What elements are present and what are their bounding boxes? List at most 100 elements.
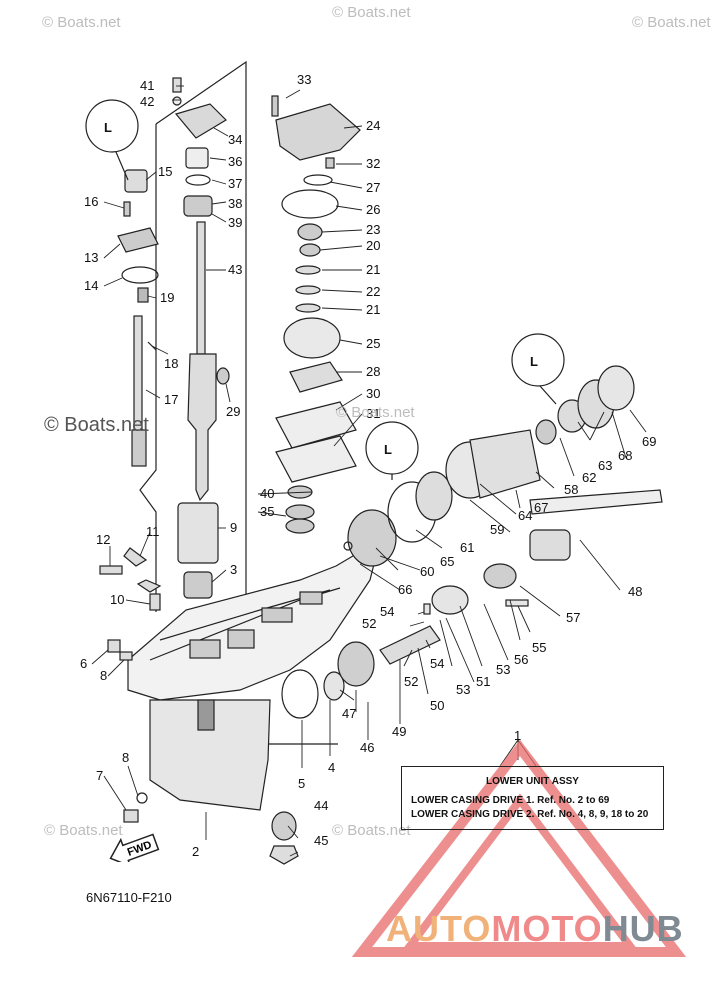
callout-30: 30 xyxy=(366,386,380,401)
callout-57: 57 xyxy=(566,610,580,625)
symbol-bubbles xyxy=(85,99,565,480)
callout-10: 10 xyxy=(110,592,124,607)
watermark: © Boats.net xyxy=(44,414,149,436)
callout-16: 16 xyxy=(84,194,98,209)
callout-2: 2 xyxy=(192,844,199,859)
callout-42: 42 xyxy=(140,94,154,109)
callout-36: 36 xyxy=(228,154,242,169)
callout-52b: 52 xyxy=(404,674,418,689)
callout-18: 18 xyxy=(164,356,178,371)
callout-67: 67 xyxy=(534,500,548,515)
watermark: © Boats.net xyxy=(632,14,711,31)
callout-69: 69 xyxy=(642,434,656,449)
callout-48: 48 xyxy=(628,584,642,599)
callout-66: 66 xyxy=(398,582,412,597)
callout-11: 11 xyxy=(146,524,160,539)
watermark: © Boats.net xyxy=(332,822,411,839)
callout-28: 28 xyxy=(366,364,380,379)
note-row: LOWER CASING DRIVE 1. Ref. No. 2 to 69 xyxy=(411,795,610,806)
callout-44: 44 xyxy=(314,798,328,813)
callout-60: 60 xyxy=(420,564,434,579)
automotohub-logo xyxy=(351,739,687,957)
callout-17: 17 xyxy=(164,392,178,407)
callout-8b: 8 xyxy=(122,750,129,765)
callout-26: 26 xyxy=(366,202,380,217)
callout-49: 49 xyxy=(392,724,406,739)
callout-35: 35 xyxy=(260,504,274,519)
callout-45: 45 xyxy=(314,833,328,848)
callout-62: 62 xyxy=(582,470,596,485)
fwd-arrow-icon: FWD xyxy=(109,833,160,862)
watermark: © Boats.net xyxy=(42,14,121,31)
diagram-code: 6N67110-F210 xyxy=(86,890,172,905)
callout-52a: 52 xyxy=(362,616,376,631)
callout-64: 64 xyxy=(518,508,532,523)
lower-casing xyxy=(127,538,381,811)
callout-47: 47 xyxy=(342,706,356,721)
callout-4: 4 xyxy=(328,760,335,775)
brand-part: HUB xyxy=(602,908,684,949)
callout-40: 40 xyxy=(260,486,274,501)
callout-29: 29 xyxy=(226,404,240,419)
symbol-right-mid: L xyxy=(384,442,392,457)
callout-51: 51 xyxy=(476,674,490,689)
callout-32: 32 xyxy=(366,156,380,171)
callout-31: 31 xyxy=(366,406,380,421)
callout-3: 3 xyxy=(230,562,237,577)
symbol-right-top: L xyxy=(530,354,538,369)
callout-8a: 8 xyxy=(100,668,107,683)
callout-5: 5 xyxy=(298,776,305,791)
callout-38: 38 xyxy=(228,196,242,211)
callout-59: 59 xyxy=(490,522,504,537)
symbol-top-left: L xyxy=(104,120,112,135)
callout-12: 12 xyxy=(96,532,110,547)
callout-56: 56 xyxy=(514,652,528,667)
callout-55: 55 xyxy=(532,640,546,655)
automotohub-wordmark: AUTOMOTOHUB xyxy=(386,908,684,950)
watermark: © Boats.net xyxy=(336,404,415,421)
callout-numbers: 41 42 34 36 37 38 39 43 33 24 32 27 26 2… xyxy=(80,72,656,859)
callout-50: 50 xyxy=(430,698,444,713)
callout-54a: 54 xyxy=(380,604,394,619)
callout-21a: 21 xyxy=(366,262,380,277)
callout-21b: 21 xyxy=(366,302,380,317)
callout-53a: 53 xyxy=(456,682,470,697)
callout-54b: 54 xyxy=(430,656,444,671)
callout-24: 24 xyxy=(366,118,380,133)
callout-7: 7 xyxy=(96,768,103,783)
callout-6: 6 xyxy=(80,656,87,671)
callout-46: 46 xyxy=(360,740,374,755)
callout-23: 23 xyxy=(366,222,380,237)
callout-43: 43 xyxy=(228,262,242,277)
callout-33: 33 xyxy=(297,72,311,87)
callout-68: 68 xyxy=(618,448,632,463)
brand-part: AUTO xyxy=(386,908,492,949)
watermark: © Boats.net xyxy=(44,822,123,839)
callout-53b: 53 xyxy=(496,662,510,677)
callout-22: 22 xyxy=(366,284,380,299)
shaft-and-pump-parts xyxy=(117,77,361,599)
callout-15: 15 xyxy=(158,164,172,179)
callout-9: 9 xyxy=(230,520,237,535)
callout-61: 61 xyxy=(460,540,474,555)
callout-20: 20 xyxy=(366,238,380,253)
callout-39: 39 xyxy=(228,215,242,230)
callout-37: 37 xyxy=(228,176,242,191)
assembly-note-box: LOWER UNIT ASSY LOWER CASING DRIVE 1. Re… xyxy=(401,766,664,830)
callout-1: 1 xyxy=(514,728,521,743)
callout-14: 14 xyxy=(84,278,98,293)
watermark: © Boats.net xyxy=(332,4,411,21)
note-row: LOWER CASING DRIVE 2. Ref. No. 4, 8, 9, … xyxy=(411,809,649,820)
callout-19: 19 xyxy=(160,290,174,305)
callout-27: 27 xyxy=(366,180,380,195)
callout-41: 41 xyxy=(140,78,154,93)
note-title: LOWER UNIT ASSY xyxy=(486,776,579,787)
callout-58: 58 xyxy=(564,482,578,497)
callout-63: 63 xyxy=(598,458,612,473)
callout-13: 13 xyxy=(84,250,98,265)
callout-65: 65 xyxy=(440,554,454,569)
brand-part: MOTO xyxy=(491,908,603,949)
symbol-glyphs: L L L xyxy=(104,120,538,457)
callout-25: 25 xyxy=(366,336,380,351)
